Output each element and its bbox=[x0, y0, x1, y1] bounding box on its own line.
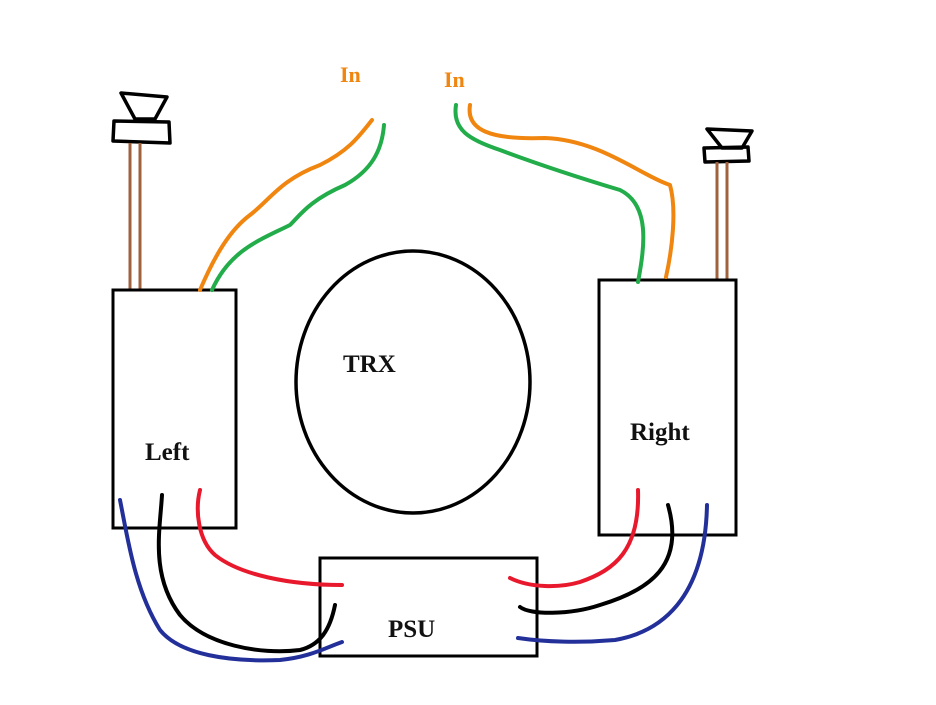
left-speaker-wires bbox=[128, 143, 142, 290]
left-power-blue-wire bbox=[118, 498, 344, 663]
psu-box bbox=[318, 556, 539, 658]
right-input-green-wire bbox=[453, 103, 646, 284]
trx-ellipse bbox=[294, 249, 532, 515]
psu-label: PSU bbox=[388, 616, 435, 643]
left-speaker-icon bbox=[111, 91, 172, 145]
right-amp-label: Right bbox=[630, 419, 690, 446]
left-power-black-wire bbox=[156, 493, 337, 654]
right-power-black-wire bbox=[518, 503, 675, 615]
right-input-orange-wire bbox=[467, 103, 676, 279]
left-input-green-wire bbox=[210, 123, 386, 292]
left-amp-label: Left bbox=[145, 439, 190, 466]
left-amp-box bbox=[111, 288, 238, 530]
left-input-orange-wire bbox=[198, 118, 374, 292]
right-speaker-wires bbox=[715, 162, 729, 280]
right-speaker-icon bbox=[702, 127, 754, 164]
trx-label: TRX bbox=[343, 351, 396, 378]
left-power-red-wire bbox=[195, 488, 344, 587]
right-input-label: In bbox=[444, 67, 465, 92]
left-input-label: In bbox=[340, 62, 361, 87]
right-amp-box bbox=[597, 278, 738, 537]
right-power-blue-wire bbox=[516, 503, 709, 644]
right-power-red-wire bbox=[508, 488, 641, 589]
